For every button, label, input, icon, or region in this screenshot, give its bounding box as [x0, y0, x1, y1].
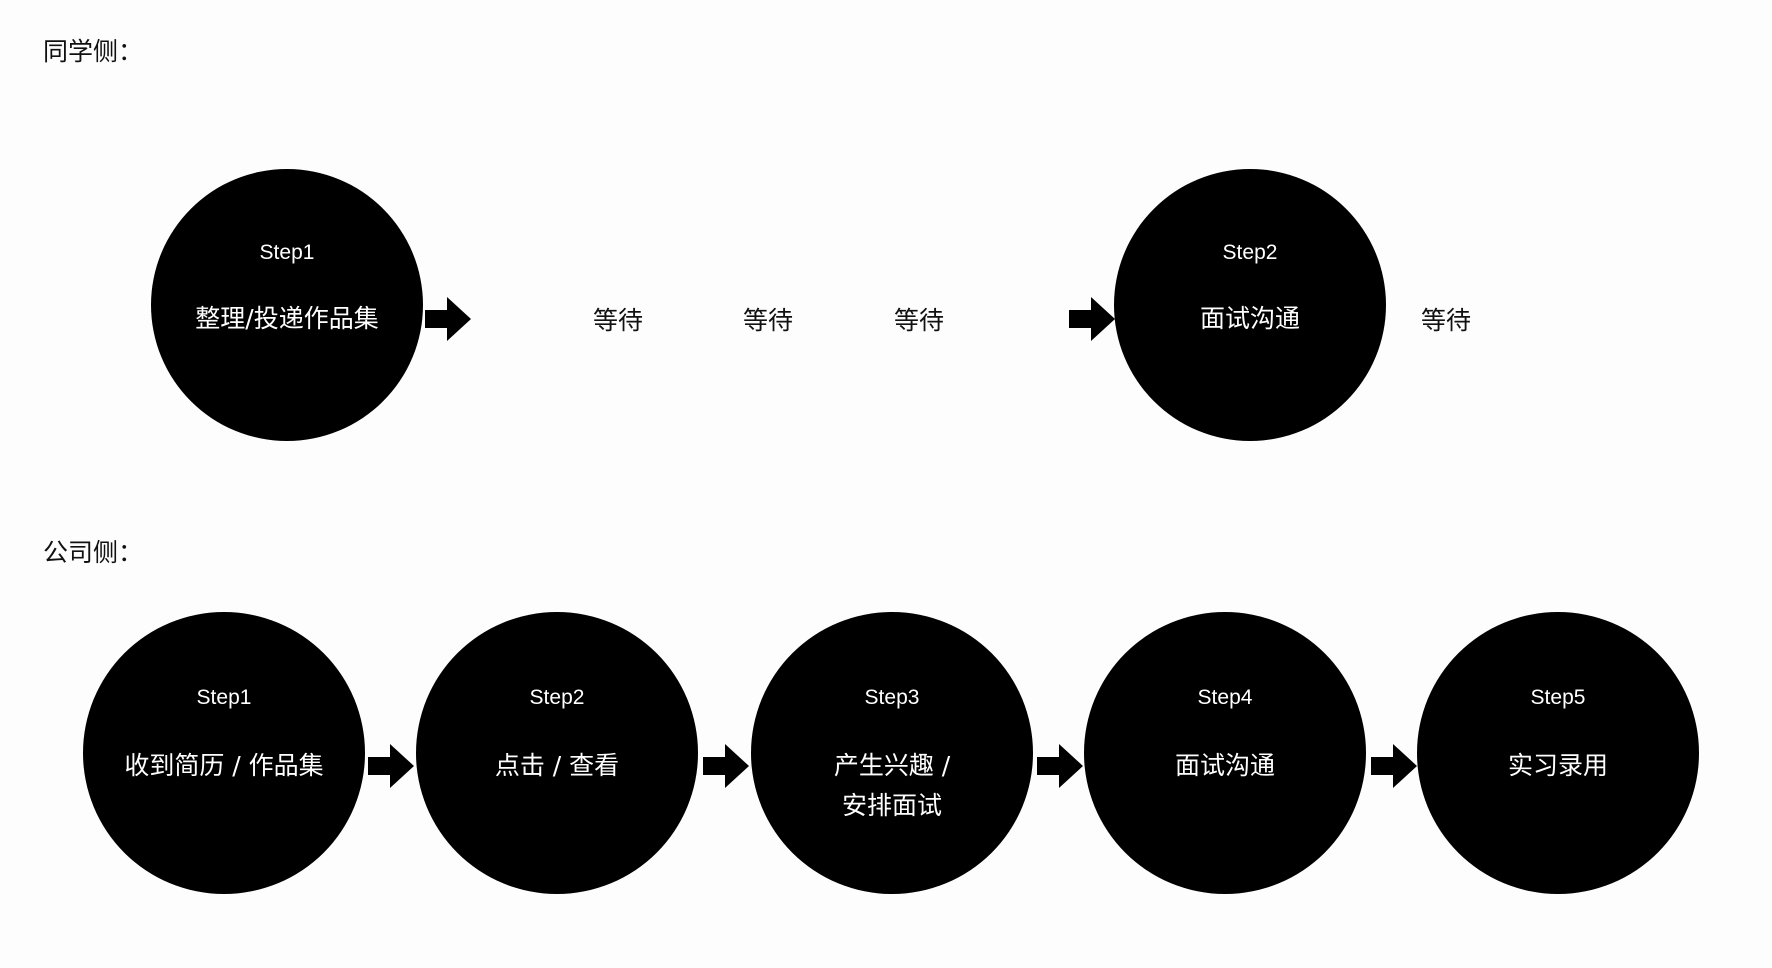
step-label: Step4 [1197, 686, 1253, 709]
company-step5-circle: Step5 实习录用 [1417, 612, 1699, 894]
step-text: 面试沟通 [1174, 751, 1275, 780]
step-label: Step1 [259, 241, 315, 264]
student-side-title: 同学侧： [43, 37, 144, 66]
student-step1-circle: Step1 整理/投递作品集 [151, 169, 423, 441]
arrow-right-icon [425, 297, 471, 341]
arrow-right-icon [703, 744, 749, 788]
step-text: 面试沟通 [1199, 304, 1300, 333]
wait-label: 等待 [742, 306, 794, 335]
step-text-line2: 安排面试 [841, 791, 942, 820]
company-step3-circle: Step3 产生兴趣 / 安排面试 [751, 612, 1033, 894]
step-label: Step3 [864, 686, 920, 709]
company-step4-circle: Step4 面试沟通 [1084, 612, 1366, 894]
step-label: Step1 [196, 686, 252, 709]
step-text: 实习录用 [1507, 751, 1608, 780]
company-step2-circle: Step2 点击 / 查看 [416, 612, 698, 894]
arrow-right-icon [368, 744, 414, 788]
arrow-right-icon [1371, 744, 1417, 788]
company-side-title: 公司侧： [43, 538, 144, 567]
step-label: Step2 [529, 686, 585, 709]
wait-label: 等待 [893, 306, 945, 335]
step-label: Step2 [1222, 241, 1278, 264]
step-label: Step5 [1530, 686, 1586, 709]
company-step1-circle: Step1 收到简历 / 作品集 [83, 612, 365, 894]
step-text: 点击 / 查看 [494, 751, 620, 780]
step-text: 收到简历 / 作品集 [124, 751, 324, 780]
arrow-right-icon [1069, 297, 1115, 341]
step-text: 整理/投递作品集 [195, 304, 379, 333]
wait-label: 等待 [592, 306, 644, 335]
wait-label: 等待 [1420, 306, 1472, 335]
arrow-right-icon [1037, 744, 1083, 788]
step-text: 产生兴趣 / [833, 751, 951, 780]
student-step2-circle: Step2 面试沟通 [1114, 169, 1386, 441]
